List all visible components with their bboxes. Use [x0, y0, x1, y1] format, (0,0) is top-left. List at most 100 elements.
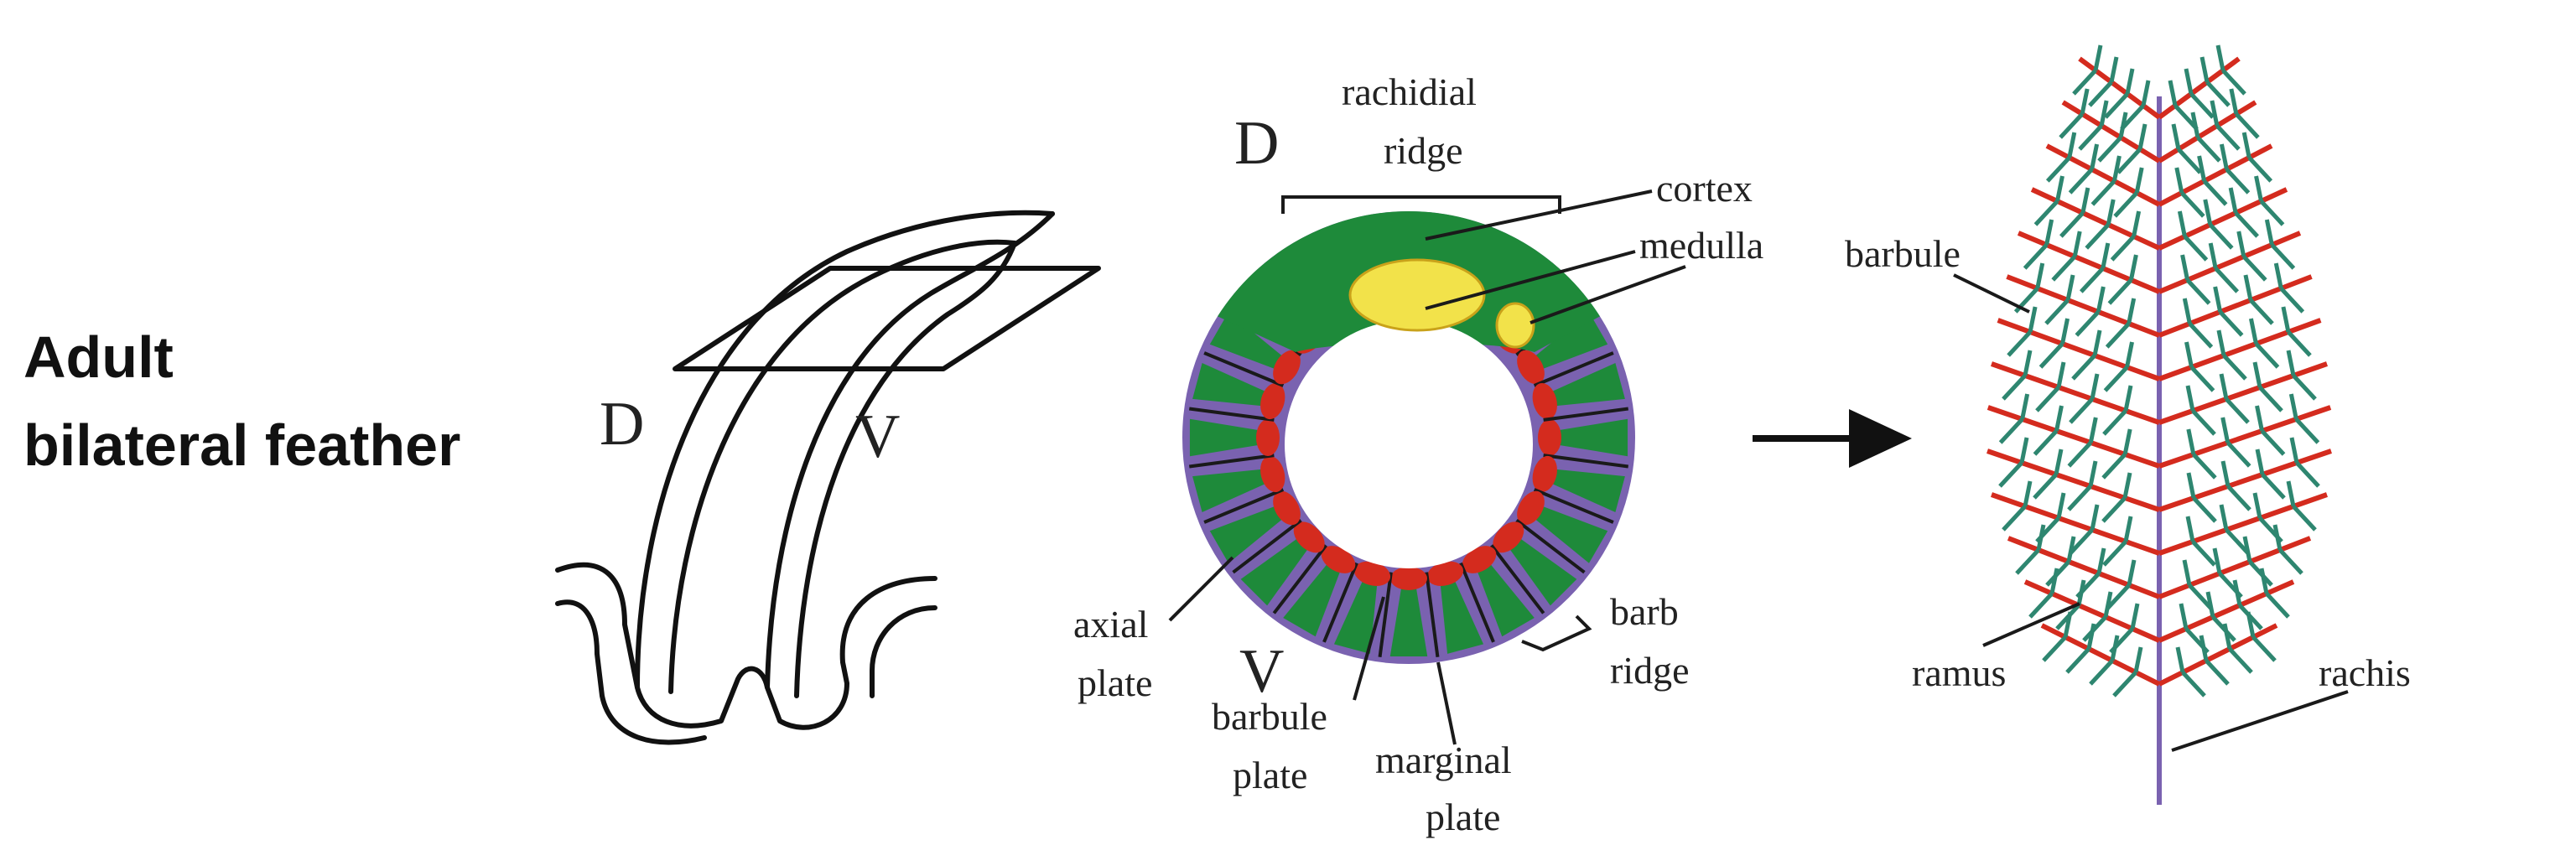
barbule-line: [2174, 167, 2184, 194]
barbule-line: [2078, 124, 2103, 151]
barbule-line: [2113, 191, 2139, 218]
barbule-line: [2103, 591, 2113, 618]
barbule-line: [2118, 111, 2128, 138]
barbule-line: [2044, 298, 2070, 325]
barbule-line: [2265, 592, 2290, 619]
barbule-line: [2101, 496, 2127, 523]
barbule-line: [2234, 211, 2259, 238]
barb-ridge-bracket: [1521, 614, 1592, 652]
barbule-line: [2252, 361, 2262, 388]
barbule-line: [2241, 132, 2251, 158]
ring-lumen: [1285, 320, 1533, 568]
title-line-2: bilateral feather: [23, 412, 460, 478]
barbule-line: [2079, 267, 2105, 293]
barbule-line: [2028, 592, 2054, 619]
barbule-line: [2219, 373, 2229, 400]
barb-ridge-red: [1260, 382, 1285, 420]
barbule-line: [2122, 472, 2132, 499]
barbule-line: [2177, 210, 2187, 237]
barbule-line: [2137, 123, 2148, 150]
barbule-line: [2199, 635, 2209, 661]
barbule-line: [2225, 168, 2251, 194]
label-cortex: cortex: [1656, 167, 1753, 210]
barb-ridge-green: [1209, 506, 1282, 563]
axial-plate-line: [1533, 351, 1614, 387]
barbule-line: [2192, 496, 2217, 523]
axial-plate-line: [1322, 562, 1358, 643]
barbule-line: [2254, 342, 2280, 369]
label-barb-ridge-1: barb: [1610, 590, 1679, 633]
barbule-line: [2049, 568, 2059, 594]
axial-plate-line: [1203, 351, 1285, 387]
barbule-line: [2125, 341, 2134, 368]
barb-ridge-green: [1440, 581, 1484, 654]
barbule-line: [2103, 366, 2129, 392]
mature-feather: [1987, 44, 2332, 805]
barbule-line: [2273, 262, 2283, 289]
barbule-line: [2225, 441, 2251, 468]
barbule-line: [2236, 231, 2246, 257]
axial-leader: [1168, 556, 1234, 622]
barbule-line: [2056, 492, 2066, 519]
barbule-line: [2184, 68, 2194, 95]
axial-plate-line: [1543, 407, 1629, 422]
barbule-line: [2089, 659, 2114, 686]
ramus-barb: [2158, 143, 2273, 207]
barbule-line: [2067, 441, 2093, 468]
barbule-line: [2278, 548, 2303, 575]
barbule-line: [2216, 329, 2226, 356]
barbule-line: [2112, 671, 2137, 697]
barbule-line: [2186, 428, 2196, 455]
barbule-line: [2270, 243, 2296, 270]
barbule-line: [2222, 354, 2247, 381]
barbule-line: [2133, 646, 2143, 673]
barbule-line: [2023, 243, 2049, 270]
axial-plate-line: [1188, 407, 1275, 422]
barbule-line: [2261, 473, 2286, 500]
axial-plate-line: [1378, 572, 1393, 658]
medulla-leader-1: [1425, 250, 1636, 310]
barbule-line: [2258, 386, 2283, 412]
barbule-line: [2292, 374, 2317, 401]
barbule-line: [2186, 472, 2196, 499]
barb-ridge-red: [1538, 419, 1561, 456]
barbule-line: [2038, 342, 2064, 369]
barbule-line: [2175, 646, 2185, 673]
ramus-barb: [2007, 536, 2161, 599]
barbule-line: [2213, 286, 2223, 313]
barbule-line: [2190, 111, 2200, 138]
label-rachidial-1: rachidial: [1342, 70, 1477, 113]
barbule-line: [2202, 179, 2228, 206]
follicle-dorsal-label: D: [600, 390, 644, 459]
barbule-line: [2033, 473, 2058, 500]
barb-ridge-red: [1273, 350, 1301, 385]
cortex-leader: [1425, 189, 1653, 241]
ramus-barb: [2158, 187, 2288, 251]
barbule-line: [2059, 211, 2085, 238]
barbule-line: [2189, 92, 2215, 119]
ramus-barb: [1997, 318, 2161, 381]
label-barbule-plate-2: plate: [1233, 754, 1307, 796]
ramus-barb: [2158, 405, 2332, 469]
axial-plate-line: [1533, 488, 1614, 524]
cross-section-ring: [1182, 211, 1635, 664]
barbule-line: [2185, 385, 2195, 412]
barbule-line: [2042, 635, 2067, 662]
barbule-line: [2035, 386, 2060, 412]
barbule-line: [2101, 453, 2127, 480]
barbule-line: [2181, 671, 2206, 697]
barbule-line: [2019, 437, 2029, 464]
barbule-line: [2125, 68, 2135, 95]
axial-plate-line: [1203, 488, 1285, 524]
barbule-line: [2188, 322, 2214, 349]
ramus-barb: [1991, 492, 2160, 556]
barbule-line: [2007, 330, 2032, 357]
barb-ridge-red: [1532, 382, 1557, 420]
barbule-line: [2080, 187, 2090, 214]
barbule-line: [2179, 603, 2189, 630]
barbule-line: [2260, 429, 2286, 456]
label-rachis: rachis: [2319, 651, 2411, 694]
barbule-line: [2292, 505, 2317, 532]
barb-ridge-red: [1390, 567, 1427, 590]
barbule-plate-leader: [1353, 596, 1385, 701]
